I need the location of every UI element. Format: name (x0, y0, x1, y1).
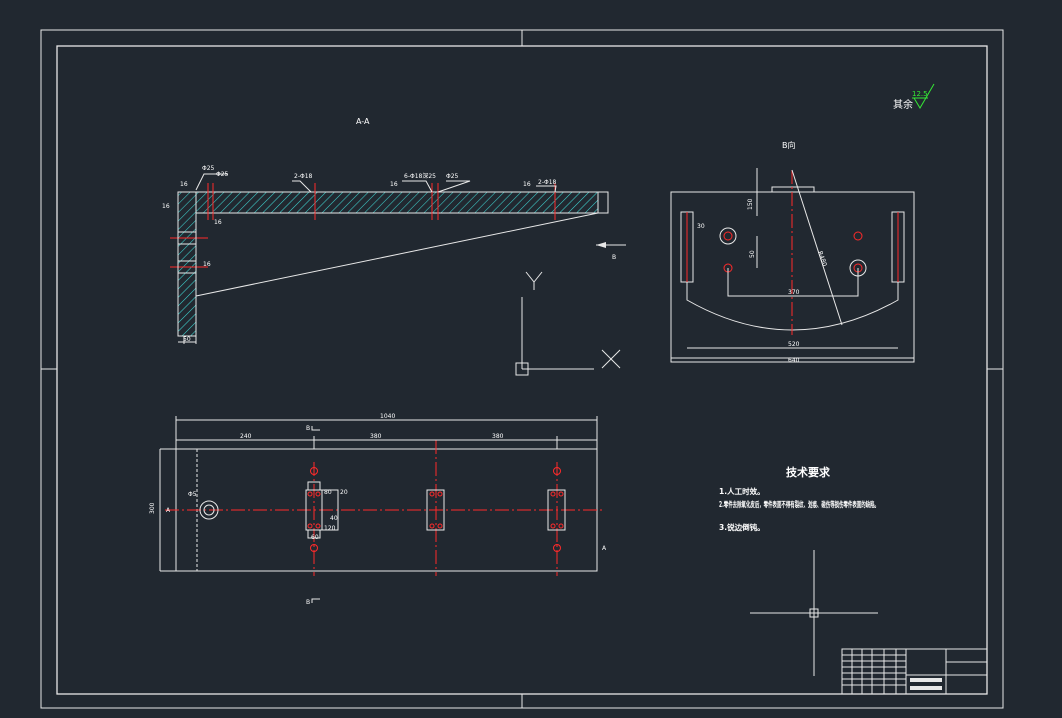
plan-dim-120: 120 (324, 525, 336, 532)
plan-dim-seg-2: 380 (370, 433, 382, 440)
section-title: A-A (356, 117, 370, 126)
dim-50: 50 (183, 336, 191, 343)
weld-mark-2: 16 (390, 181, 398, 188)
tech-requirements: 技术要求 1.人工时效。 2.零件去除氧化皮后，零件表面不得有裂纹、划痕、碰伤等… (719, 465, 879, 532)
plan-dim-40: 40 (330, 515, 338, 522)
title-block (841, 648, 988, 695)
dim-2phi18-b: 2-Φ18 (538, 179, 557, 186)
plan-dim-1040: 1040 (380, 413, 395, 420)
plan-dim-height: 300 (149, 502, 156, 514)
weld-mark-5: 16 (214, 219, 222, 226)
tech-req-line-1: 1.人工时效。 (719, 486, 765, 496)
weld-mark-4: 16 (162, 203, 170, 210)
dim-phi25-b: Φ25 (216, 171, 229, 178)
plan-dim-phi5: Φ5 (188, 491, 197, 498)
weld-mark-6: 16 (203, 261, 211, 268)
tech-req-line-2: 2.零件去除氧化皮后，零件表面不得有裂纹、划痕、碰伤等损伤零件表面的缺陷。 (719, 499, 879, 509)
b-dim-r480: R480 (816, 250, 828, 267)
center-cross (750, 550, 878, 676)
plan-dim-20: 20 (340, 489, 348, 496)
tech-req-line-3: 3.锐边倒钝。 (719, 522, 765, 532)
section-view: A-A Φ25 Φ25 2-Φ18 6-Φ18深25 Φ25 2-Φ18 (162, 117, 626, 344)
plan-view: 1040 240 380 380 300 Φ5 80 120 20 40 60 … (149, 413, 607, 606)
inner-border (56, 45, 988, 695)
plan-mark-b-top: B (306, 425, 310, 432)
dim-2phi18-a: 2-Φ18 (294, 173, 313, 180)
roughness-label: 其余 (893, 98, 913, 111)
dim-phi25-c: Φ25 (446, 173, 459, 180)
b-dim-150: 150 (747, 198, 754, 210)
plan-mark-a-left: A (166, 507, 171, 514)
roughness-value: 12.5 (912, 90, 928, 98)
plan-dim-80: 80 (324, 489, 332, 496)
b-dim-30: 30 (697, 223, 705, 230)
b-view: B向 30 150 50 R480 370 520 640 (670, 140, 915, 364)
b-dim-640: 640 (788, 357, 800, 364)
plan-mark-a-right: A (602, 545, 607, 552)
b-view-title: B向 (782, 140, 796, 150)
roughness-symbol: 其余 12.5 (893, 83, 935, 111)
dim-phi25-a: Φ25 (202, 165, 215, 172)
weld-mark-3: 16 (523, 181, 531, 188)
b-dim-370: 370 (788, 289, 800, 296)
dim-6phi18: 6-Φ18深25 (404, 172, 436, 180)
weld-mark-1: 16 (180, 181, 188, 188)
tech-req-title: 技术要求 (786, 465, 831, 479)
plan-dim-seg-3: 380 (492, 433, 504, 440)
ucs-icon (515, 271, 621, 376)
view-b-arrow-label: B (612, 254, 616, 261)
plan-dim-60: 60 (311, 534, 319, 541)
plan-mark-b-bottom: B (306, 599, 310, 606)
b-dim-520: 520 (788, 341, 800, 348)
plan-dim-seg-1: 240 (240, 433, 252, 440)
b-dim-50: 50 (749, 250, 756, 258)
